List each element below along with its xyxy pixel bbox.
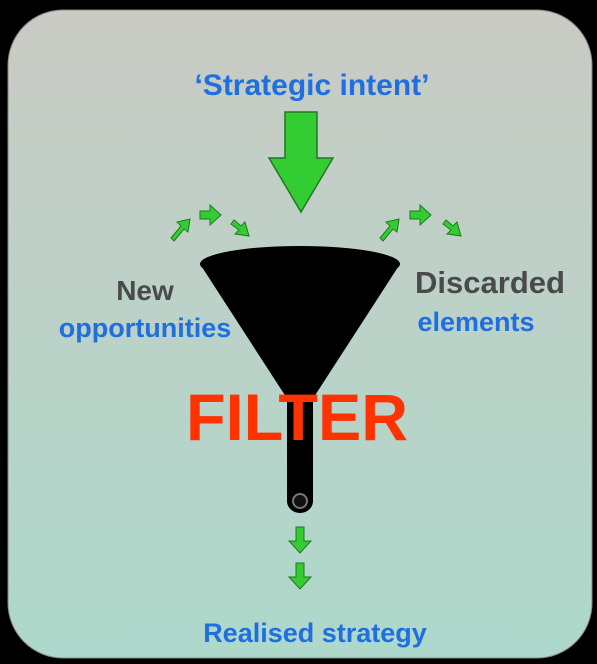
curved-arrow-icon — [409, 203, 432, 227]
down-arrow-icon — [287, 526, 313, 554]
down-arrow-icon — [287, 562, 313, 590]
curved-arrow-icon — [379, 218, 400, 242]
down-arrow-icon — [267, 111, 335, 214]
opportunities-label: opportunities — [59, 313, 231, 343]
filter-label: FILTER — [186, 380, 408, 454]
realised-strategy-label: Realised strategy — [203, 618, 427, 648]
discarded-label: Discarded — [415, 265, 565, 300]
funnel-icon — [200, 246, 400, 513]
curved-arrow-icon — [442, 219, 462, 237]
strategic-intent-label: ‘Strategic intent’ — [194, 69, 429, 102]
elements-label: elements — [417, 307, 534, 337]
curved-arrow-icon — [199, 203, 222, 227]
curved-arrow-icon — [230, 219, 250, 237]
new-label: New — [116, 275, 174, 306]
curved-arrow-icon — [170, 218, 191, 242]
